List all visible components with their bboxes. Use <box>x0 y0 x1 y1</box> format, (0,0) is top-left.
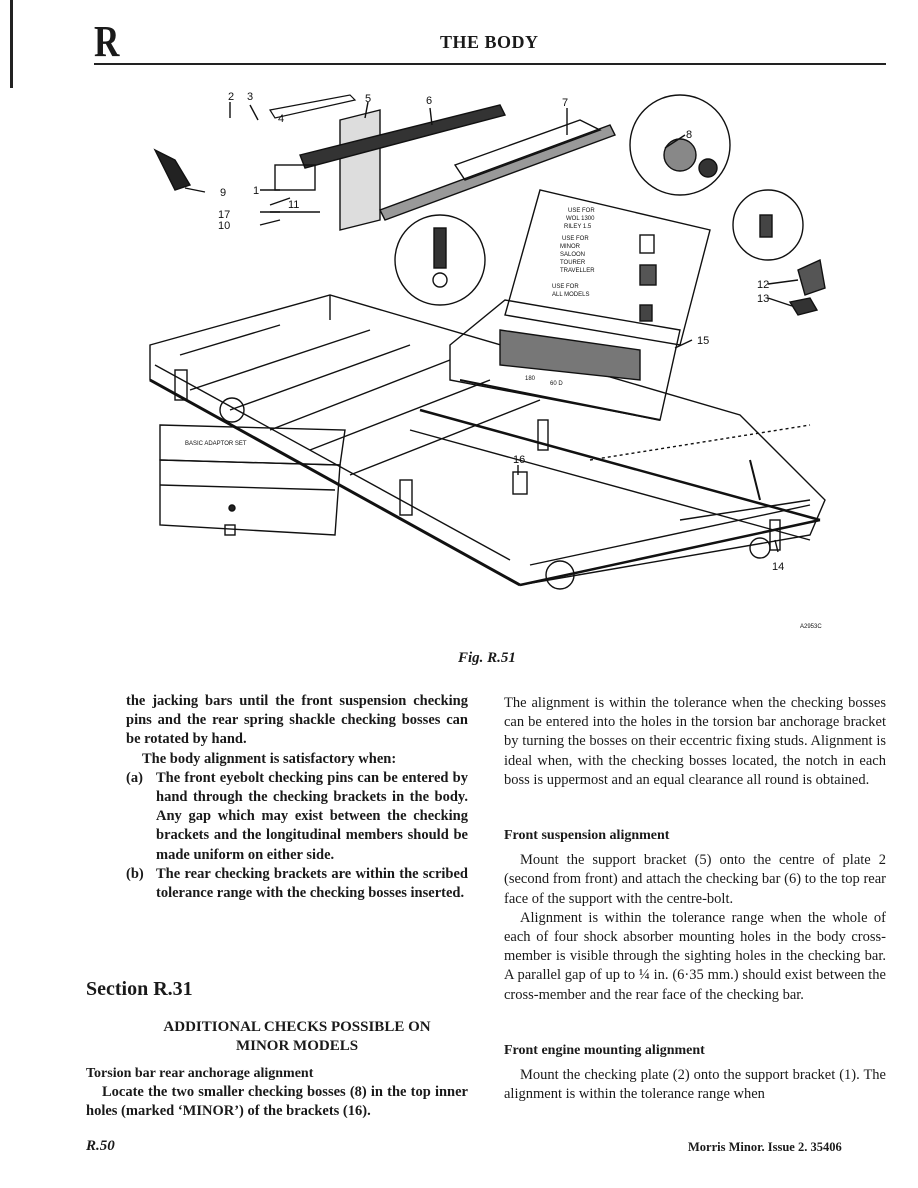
castor-wheel <box>219 397 245 423</box>
callout-label: 13 <box>757 293 769 305</box>
callout-label: 4 <box>278 113 284 125</box>
bar-mark: 60 D <box>550 381 563 387</box>
callout-label: 8 <box>686 129 692 141</box>
castor-wheel <box>749 537 771 559</box>
paragraph: Mount the support bracket (5) onto the c… <box>504 852 886 907</box>
footer-book: Morris Minor. <box>688 1140 765 1154</box>
figure-ref-code: A2953C <box>800 624 822 630</box>
paragraph-heading: Torsion bar rear anchorage alignment <box>86 1066 314 1081</box>
list-item: (b) The rear checking brackets are withi… <box>126 865 468 903</box>
case-lid-inscription: USE FOR WOL 1300 RILEY 1.5 USE FOR MINOR… <box>185 208 822 630</box>
figure-caption: Fig. R.51 <box>458 650 516 666</box>
lid-text: USE FOR <box>552 284 579 290</box>
callout-label: 3 <box>247 91 253 103</box>
paragraph: The body alignment is satisfactory when: <box>142 750 397 767</box>
subsection-heading-line: ADDITIONAL CHECKS POSSIBLE ON <box>163 1019 431 1035</box>
footer-number: 35406 <box>810 1140 842 1154</box>
list-item-text: The rear checking brackets are within th… <box>156 865 468 902</box>
lid-text: USE FOR <box>562 236 589 242</box>
header-rule <box>94 63 886 65</box>
subsection-heading-line: MINOR MODELS <box>235 1038 359 1054</box>
page-title: THE BODY <box>440 32 539 52</box>
paragraph: Alignment is within the tolerance range … <box>504 909 886 1003</box>
binding-edge-mark <box>10 0 13 88</box>
adaptor-box-label: BASIC ADAPTOR SET <box>185 441 247 447</box>
detail-bolt-circle <box>394 214 486 306</box>
callout-label: 16 <box>513 454 525 466</box>
callout-label: 6 <box>426 95 432 107</box>
subsection-heading: ADDITIONAL CHECKS POSSIBLE ON MINOR MODE… <box>126 1018 468 1056</box>
lid-text: RILEY 1.5 <box>564 224 592 230</box>
list-item: (a) The front eyebolt checking pins can … <box>126 769 468 865</box>
paragraph: The alignment is within the tolerance wh… <box>504 695 886 788</box>
section-letter: R <box>94 17 120 66</box>
callout-label: 12 <box>757 279 769 291</box>
lid-text: USE FOR <box>568 208 595 214</box>
adaptor-box-body <box>159 459 341 536</box>
callout-label: 5 <box>365 93 371 105</box>
figure-illustration: 2 3 4 5 6 7 8 9 1 17 10 11 12 13 15 16 1… <box>149 91 826 630</box>
jig-frame-drawing <box>149 94 826 590</box>
detail-boss-circle <box>629 94 731 196</box>
lid-text: TOURER <box>560 260 586 266</box>
list-item-label: (a) <box>126 769 143 786</box>
list-item-text: The front eyebolt checking pins can be e… <box>156 769 468 863</box>
callout-label: 7 <box>562 97 568 109</box>
callout-label: 2 <box>228 91 234 103</box>
lid-text: TRAVELLER <box>560 268 595 274</box>
callout-label: 14 <box>772 561 784 573</box>
detail-screw-circle <box>732 189 804 261</box>
lid-text: SALOON <box>560 252 585 258</box>
paragraph-heading: Front engine mounting alignment <box>504 1042 705 1058</box>
castor-wheel <box>545 560 575 590</box>
callout-label: 10 <box>218 220 230 232</box>
footer-issue: Issue 2. <box>767 1140 808 1154</box>
list-item-label: (b) <box>126 865 144 882</box>
callout-label: 17 <box>218 209 230 221</box>
page-number: R.50 <box>86 1138 115 1154</box>
case-lid <box>504 189 711 346</box>
bracket-16-drawing <box>512 471 528 495</box>
section-heading: Section R.31 <box>86 978 193 1000</box>
figure-callouts: 2 3 4 5 6 7 8 9 1 17 10 11 12 13 15 16 1… <box>218 91 784 573</box>
left-column: the jacking bars until the front suspens… <box>126 692 468 903</box>
footer-imprint: Morris Minor. Issue 2. 35406 <box>688 1140 842 1155</box>
bar-mark: 180 <box>525 376 536 382</box>
lid-text: MINOR <box>560 244 581 250</box>
callout-label: 1 <box>253 185 259 197</box>
paragraph: Locate the two smaller checking bosses (… <box>86 1084 468 1120</box>
paragraph-heading: Front suspension alignment <box>504 828 670 844</box>
callout-label: 11 <box>288 199 299 211</box>
lid-text: ALL MODELS <box>552 292 589 298</box>
lid-text: WOL 1300 <box>566 216 595 222</box>
callout-label: 9 <box>220 187 226 199</box>
paragraph: the jacking bars until the front suspens… <box>126 693 468 748</box>
callout-label: 15 <box>697 335 709 347</box>
torsion-block: Torsion bar rear anchorage alignment Loc… <box>86 1064 468 1122</box>
paragraph: Mount the checking plate (2) onto the su… <box>504 1067 886 1103</box>
right-column: The alignment is within the tolerance wh… <box>504 694 886 1104</box>
